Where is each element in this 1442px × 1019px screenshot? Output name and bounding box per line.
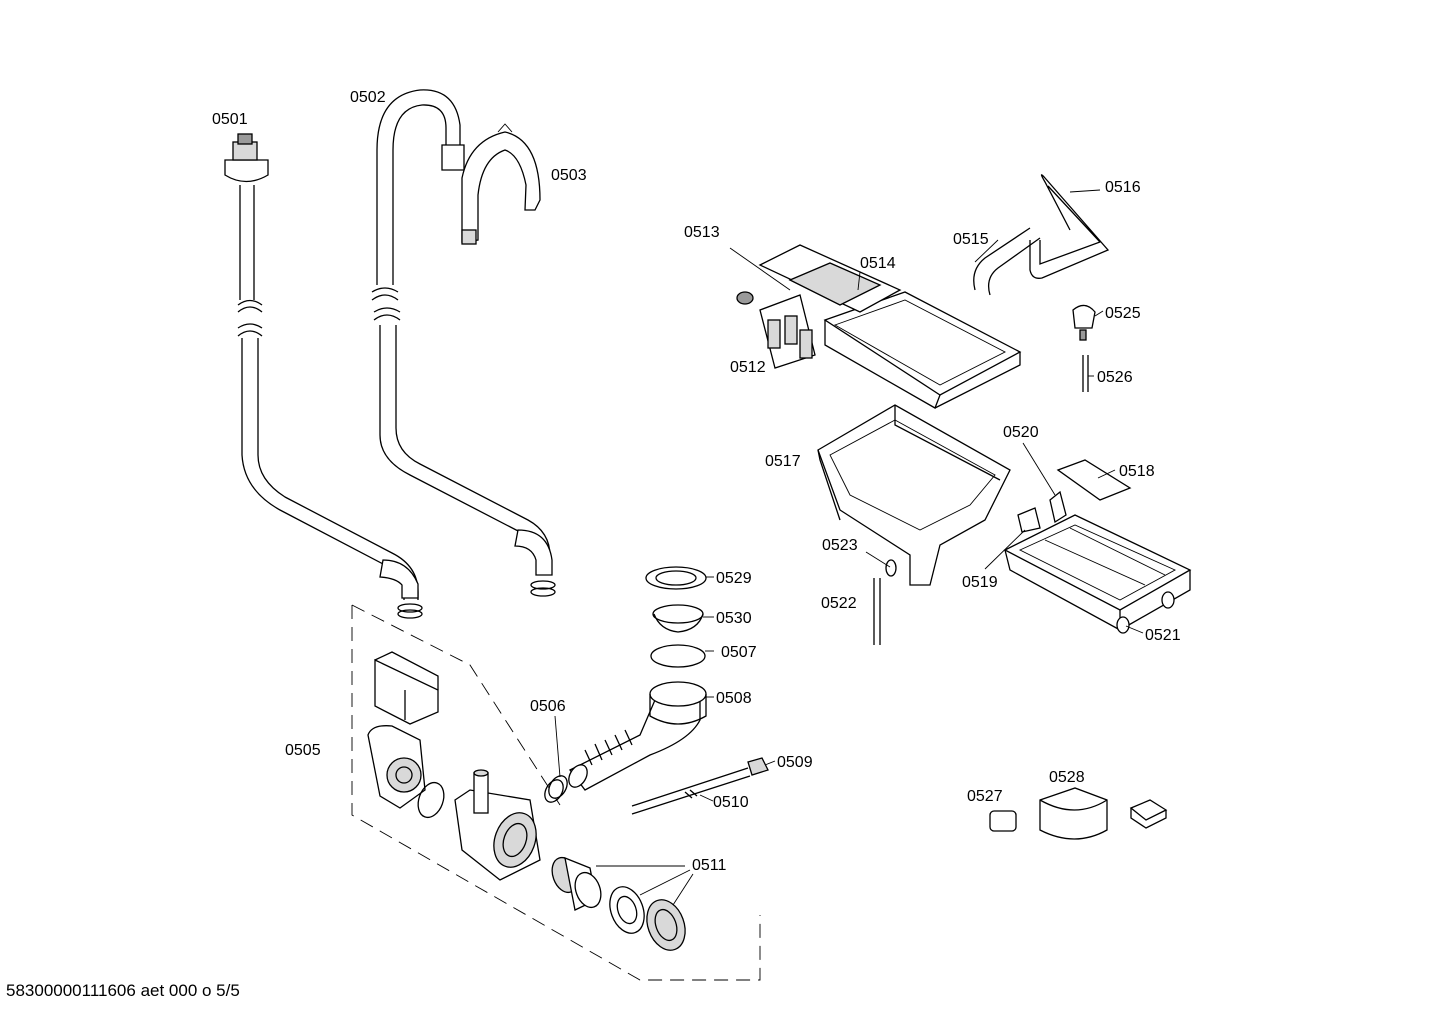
part-0516-hose bbox=[1029, 174, 1110, 279]
part-0501-inlet-hose bbox=[224, 133, 423, 619]
label-0525: 0525 bbox=[1105, 305, 1141, 322]
label-0512: 0512 bbox=[730, 359, 766, 376]
label-0511: 0511 bbox=[692, 857, 727, 874]
label-0518: 0518 bbox=[1119, 463, 1155, 480]
part-0520-siphon bbox=[1049, 490, 1067, 524]
part-0518-lid bbox=[1056, 459, 1132, 501]
label-0520: 0520 bbox=[1003, 424, 1039, 441]
part-0528-dosing-cup bbox=[1039, 787, 1168, 840]
part-0525-sensor bbox=[1072, 304, 1096, 341]
label-0505: 0505 bbox=[285, 742, 321, 759]
part-0506-clamp bbox=[544, 775, 568, 803]
part-0505-pump bbox=[367, 651, 541, 881]
part-0507-ring bbox=[650, 644, 706, 668]
part-0502-drain-hose bbox=[371, 89, 556, 597]
part-0508-sump-hose bbox=[568, 681, 707, 791]
label-0519: 0519 bbox=[962, 574, 998, 591]
label-0530: 0530 bbox=[716, 610, 752, 627]
label-0502: 0502 bbox=[350, 89, 386, 106]
part-0522-hose bbox=[873, 578, 881, 645]
part-0510-hose bbox=[631, 767, 751, 815]
part-0514-dispenser-cover bbox=[758, 244, 1022, 409]
label-0501: 0501 bbox=[212, 111, 248, 128]
label-0503: 0503 bbox=[551, 167, 587, 184]
label-0507: 0507 bbox=[721, 644, 757, 661]
part-0521-drawer bbox=[1003, 514, 1192, 634]
label-0510: 0510 bbox=[713, 794, 749, 811]
part-0530-valve bbox=[652, 604, 704, 633]
label-0527: 0527 bbox=[967, 788, 1003, 805]
label-0514: 0514 bbox=[860, 255, 896, 272]
label-0517: 0517 bbox=[765, 453, 801, 470]
part-0527-cap bbox=[989, 810, 1017, 832]
part-0512-valve bbox=[736, 291, 816, 369]
document-footer: 58300000111606 aet 000 o 5/5 bbox=[6, 981, 240, 1000]
label-0522: 0522 bbox=[821, 595, 857, 612]
part-0519-insert bbox=[1017, 507, 1041, 533]
label-0528: 0528 bbox=[1049, 769, 1085, 786]
label-0506: 0506 bbox=[530, 698, 566, 715]
part-0526-tube bbox=[1082, 355, 1089, 392]
label-0523: 0523 bbox=[822, 537, 858, 554]
part-0511-filter bbox=[551, 856, 686, 951]
part-0523-clamp bbox=[885, 559, 897, 577]
label-0513: 0513 bbox=[684, 224, 720, 241]
part-0517-tray-housing bbox=[817, 404, 1011, 586]
part-0529-seal bbox=[645, 566, 707, 590]
label-0509: 0509 bbox=[777, 754, 813, 771]
label-0516: 0516 bbox=[1105, 179, 1141, 196]
leader-lines bbox=[554, 189, 1144, 906]
label-0508: 0508 bbox=[716, 690, 752, 707]
label-0521: 0521 bbox=[1145, 627, 1181, 644]
label-0529: 0529 bbox=[716, 570, 752, 587]
part-labels: 0501 0502 0503 0505 0506 0507 0508 0509 … bbox=[212, 89, 1181, 874]
part-0503-hose-bracket bbox=[461, 123, 541, 245]
part-0515-hose bbox=[973, 227, 1041, 296]
label-0526: 0526 bbox=[1097, 369, 1133, 386]
pump-assembly-outline bbox=[351, 604, 761, 981]
label-0515: 0515 bbox=[953, 231, 989, 248]
part-0509-connector bbox=[747, 757, 769, 776]
